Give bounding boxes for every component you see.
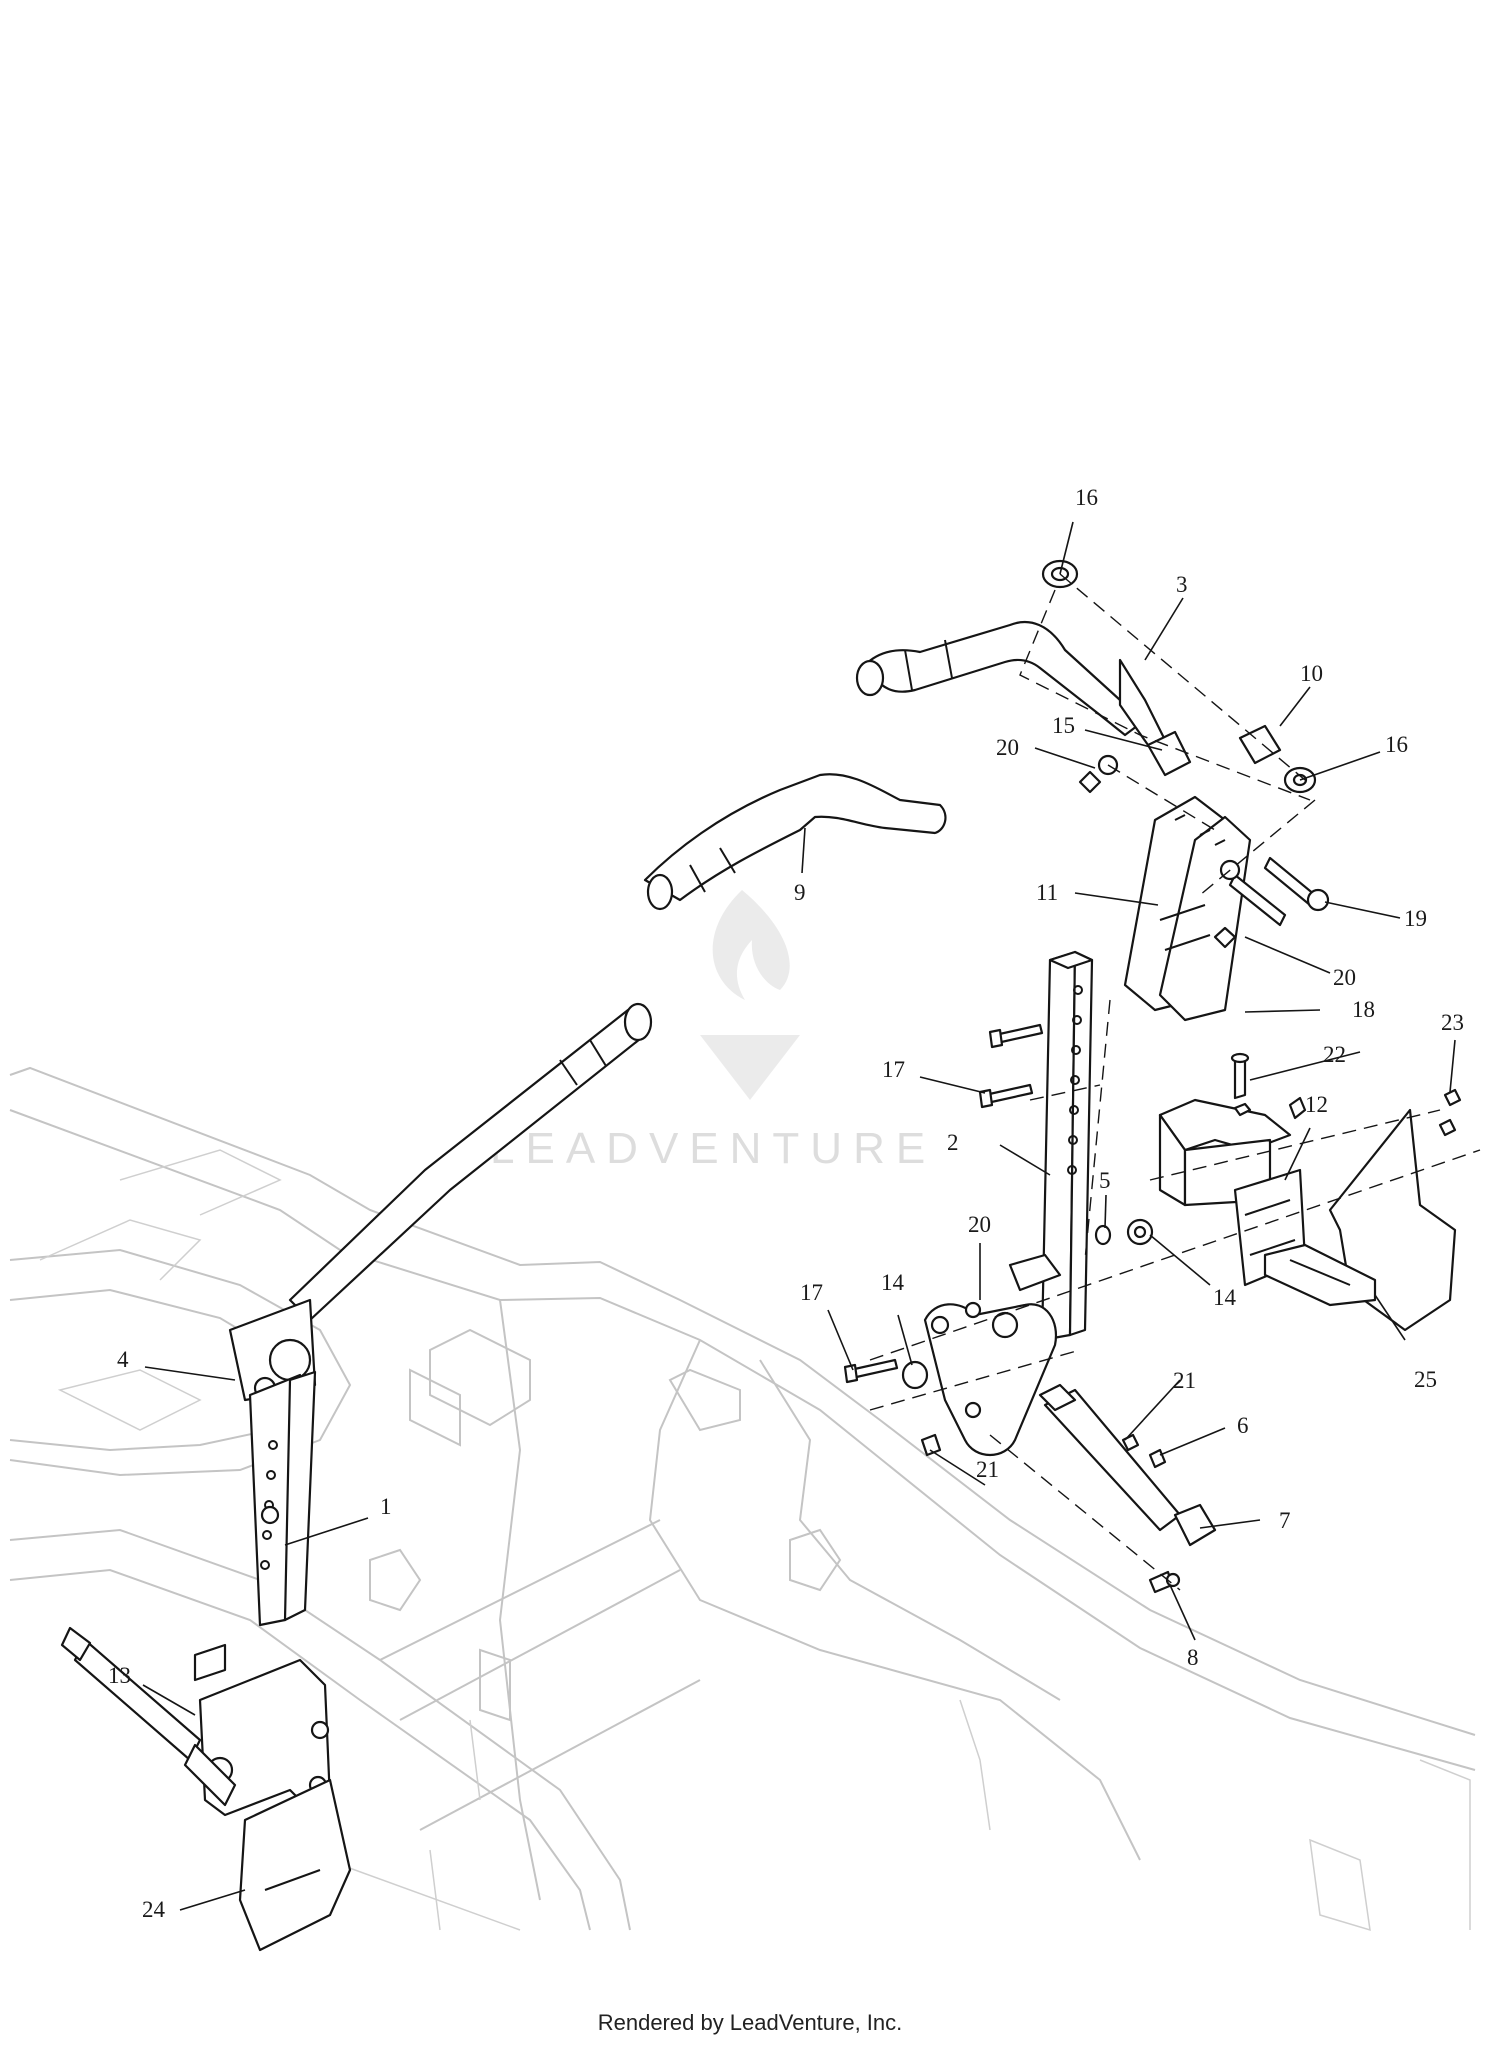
callout-16b: 16: [1385, 732, 1408, 757]
callout-16a: 16: [1075, 485, 1098, 510]
callout-15: 15: [1052, 713, 1075, 738]
callout-labels: 1 2 3 4 5 6 7 8 9 10 11 12 13 14 14 15 1…: [108, 485, 1464, 1922]
callout-21b: 21: [976, 1457, 999, 1482]
callout-20c: 20: [968, 1212, 991, 1237]
part-2-adjuster: [923, 950, 1094, 1456]
callout-1: 1: [380, 1494, 392, 1519]
leadventure-watermark: LEADVENTURE: [490, 890, 936, 1173]
part-11-bracket: [1123, 795, 1252, 1022]
callout-2: 2: [947, 1130, 959, 1155]
assembly-lines: [869, 573, 1481, 1591]
part-7-damper: [1038, 1383, 1217, 1547]
callout-10: 10: [1300, 661, 1323, 686]
callout-7: 7: [1279, 1508, 1291, 1533]
callout-24: 24: [142, 1897, 166, 1922]
part-25-channel: [1263, 1243, 1377, 1307]
render-credit: Rendered by LeadVenture, Inc.: [597, 2010, 903, 2035]
callout-4: 4: [117, 1347, 129, 1372]
part-9-handle: [643, 773, 947, 911]
callout-13: 13: [108, 1663, 131, 1688]
callout-20a: 20: [996, 735, 1019, 760]
part-3-handle-arm: [855, 620, 1167, 747]
callout-12: 12: [1305, 1092, 1328, 1117]
callout-6: 6: [1237, 1413, 1249, 1438]
part-12-support: [1158, 1098, 1307, 1287]
part-1-lever: [193, 1002, 653, 1952]
callout-19: 19: [1404, 906, 1427, 931]
leader-lines: [142, 521, 1456, 1911]
callout-17a: 17: [882, 1057, 905, 1082]
callout-3: 3: [1176, 572, 1188, 597]
callout-9: 9: [794, 880, 806, 905]
callout-5: 5: [1099, 1168, 1111, 1193]
callout-8: 8: [1187, 1645, 1199, 1670]
callout-18: 18: [1352, 997, 1375, 1022]
callout-11: 11: [1036, 880, 1058, 905]
callout-22: 22: [1323, 1042, 1346, 1067]
callout-14a: 14: [881, 1270, 905, 1295]
part-13-damper: [60, 1626, 237, 1807]
callout-25: 25: [1414, 1367, 1437, 1392]
callout-20b: 20: [1333, 965, 1356, 990]
callout-21a: 21: [1173, 1368, 1196, 1393]
callout-17b: 17: [800, 1280, 823, 1305]
callout-23: 23: [1441, 1010, 1464, 1035]
watermark-text: LEADVENTURE: [490, 1124, 936, 1173]
callout-14b: 14: [1213, 1285, 1237, 1310]
hardware: [843, 559, 1462, 1594]
mower-frame: [9, 1066, 1476, 1932]
